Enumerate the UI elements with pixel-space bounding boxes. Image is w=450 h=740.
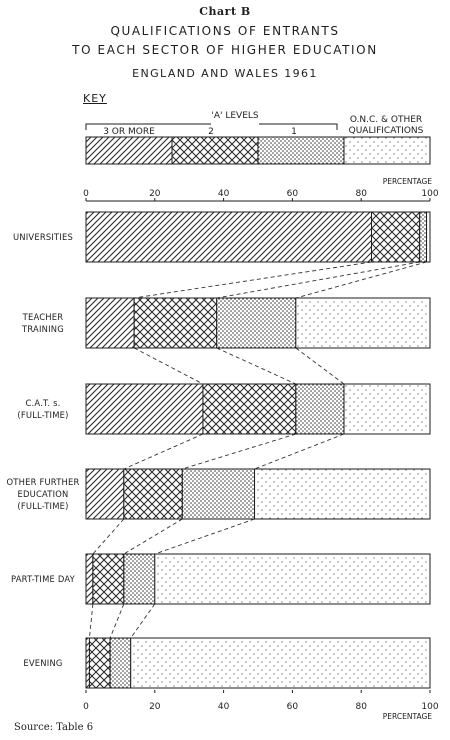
key-swatch-1 (171, 136, 259, 165)
category-label-0-0: UNIVERSITIES (13, 232, 73, 242)
source-note: Source: Table 6 (14, 722, 94, 733)
connector-r1-k1 (216, 347, 297, 385)
bar-segment-r0-s2 (419, 211, 428, 263)
bar-segment-r0-s1 (371, 211, 421, 263)
bar-segment-r4-s2 (123, 553, 156, 605)
connector-r1-k2 (295, 347, 345, 385)
connector-r0-k1 (216, 261, 420, 299)
connector-r4-k0 (88, 603, 94, 639)
category-label-5-0: EVENING (23, 658, 62, 668)
connector-r2-k0 (123, 433, 204, 470)
bar-segment-r2-s0 (85, 383, 204, 435)
top-axis-tick-label-3: 60 (287, 189, 299, 199)
category-labels: UNIVERSITIES TEACHER TRAINING C.A.T. s. (FUL… (6, 232, 79, 668)
bottom-axis-tick-label-2: 40 (218, 702, 230, 712)
key-bracket-left (85, 123, 211, 130)
connector-r4-k2 (130, 603, 156, 639)
top-axis: 0 20 40 60 80 100 PERCENTAGE (83, 177, 439, 202)
connector-r0-k2 (295, 261, 427, 299)
bar-segment-r5-s3 (130, 637, 431, 689)
top-axis-tick-label-0: 0 (83, 189, 89, 199)
key-bracket-right (259, 123, 338, 130)
bar-segment-r0-s0 (85, 211, 373, 263)
top-axis-tick-label-1: 20 (149, 189, 161, 199)
key-swatch-2 (257, 136, 345, 165)
key-heading: KEY (83, 92, 107, 105)
bottom-axis-axis-title: PERCENTAGE (383, 712, 432, 721)
bar-segment-r1-s2 (216, 297, 297, 349)
chart-title-line1: QUALIFICATIONS OF ENTRANTS (110, 24, 340, 38)
connector-r1-k0 (133, 347, 204, 385)
chart-label: Chart B (199, 5, 251, 18)
bar-segment-r0-s3 (426, 211, 431, 263)
key-swatch-0 (85, 136, 173, 165)
bar-segment-r1-s1 (133, 297, 218, 349)
bar-segment-r4-s0 (85, 553, 94, 605)
key-label-0: 3 OR MORE (103, 127, 155, 137)
category-label-2-1: (FULL-TIME) (17, 410, 68, 420)
connector-lines (88, 261, 427, 639)
key-label-other-1: O.N.C. & OTHER (350, 115, 422, 125)
bottom-axis-tick-label-3: 60 (287, 702, 299, 712)
bar-segment-r3-s1 (123, 468, 183, 520)
chart-subtitle: ENGLAND AND WALES 1961 (132, 67, 318, 80)
bar-segment-r5-s2 (109, 637, 132, 689)
key-swatches (85, 136, 431, 165)
category-label-1-1: TRAINING (21, 324, 64, 334)
bar-groups (85, 211, 431, 689)
category-label-3-0: OTHER FURTHER (6, 477, 79, 487)
bar-segment-r3-s0 (85, 468, 125, 520)
bar-segment-r2-s1 (202, 383, 297, 435)
key-swatch-3 (343, 136, 431, 165)
category-label-3-2: (FULL-TIME) (17, 501, 68, 511)
connector-r3-k2 (154, 518, 255, 555)
bar-segment-r3-s2 (181, 468, 256, 520)
bottom-axis-tick-label-1: 20 (149, 702, 161, 712)
key-label-other-2: QUALIFICATIONS (349, 126, 424, 136)
top-axis-tick-label-2: 40 (218, 189, 230, 199)
top-axis-tick-label-4: 80 (355, 189, 367, 199)
connector-r2-k1 (182, 433, 296, 470)
connector-r3-k1 (123, 518, 183, 555)
connector-r4-k1 (109, 603, 125, 639)
bottom-axis-tick-label-5: 100 (421, 702, 438, 712)
bar-segment-r4-s3 (154, 553, 431, 605)
bar-segment-r2-s3 (343, 383, 431, 435)
connector-r3-k0 (92, 518, 125, 555)
top-axis-axis-title: PERCENTAGE (383, 177, 432, 186)
connector-r2-k2 (254, 433, 345, 470)
bar-segment-r4-s1 (92, 553, 125, 605)
top-axis-tick-label-5: 100 (421, 189, 438, 199)
bar-segment-r1-s0 (85, 297, 135, 349)
key-group-label: 'A' LEVELS (211, 111, 259, 121)
category-label-1-0: TEACHER (22, 312, 64, 322)
bar-segment-r5-s1 (88, 637, 111, 689)
bar-segment-r1-s3 (295, 297, 431, 349)
bar-segment-r3-s3 (254, 468, 431, 520)
chart-title-line2: TO EACH SECTOR OF HIGHER EDUCATION (72, 43, 378, 57)
bar-segment-r5-s0 (85, 637, 90, 689)
bottom-axis-tick-label-0: 0 (83, 702, 89, 712)
category-label-4-0: PART-TIME DAY (11, 574, 76, 584)
bottom-axis-tick-label-4: 80 (355, 702, 367, 712)
connector-r0-k0 (134, 261, 372, 299)
key-label-1: 2 (208, 127, 214, 137)
category-label-2-0: C.A.T. s. (25, 398, 60, 408)
key-label-2: 1 (291, 127, 297, 137)
bar-segment-r2-s2 (295, 383, 345, 435)
category-label-3-1: EDUCATION (17, 489, 68, 499)
